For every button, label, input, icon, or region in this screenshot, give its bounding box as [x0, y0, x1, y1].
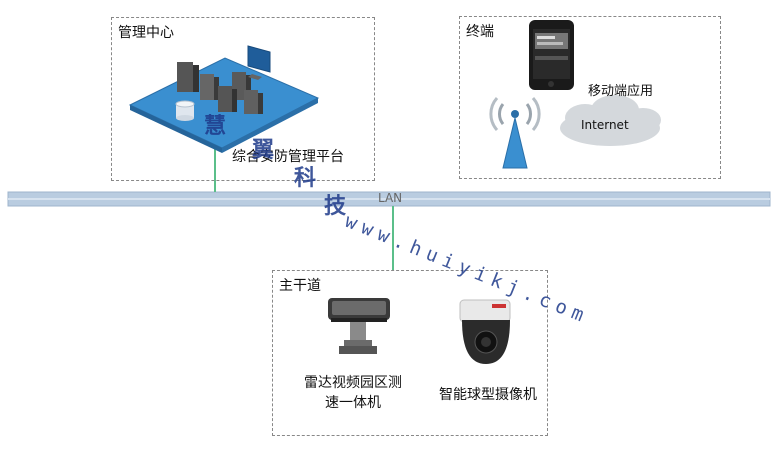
smartphone-icon — [529, 20, 574, 90]
platform-illustration — [128, 45, 320, 153]
storage-icon — [175, 100, 195, 121]
terminal-title: 终端 — [466, 24, 494, 40]
platform-label: 综合安防管理平台 — [232, 149, 344, 165]
mobile-app-label: 移动端应用 — [588, 84, 654, 99]
lan-label: LAN — [378, 191, 403, 205]
cloud-label: Internet — [581, 118, 629, 132]
watermark-char-2: 翼 — [252, 138, 275, 163]
server-icon — [177, 62, 263, 114]
radar-device-label: 雷达视频园区测速一体机 — [304, 375, 402, 411]
trunk-road-title: 主干道 — [279, 278, 321, 294]
dome-camera-icon — [459, 299, 511, 364]
watermark-char-1: 慧 — [204, 114, 227, 139]
watermark-char-3: 科 — [294, 166, 317, 191]
terminal-box: 终端 — [459, 16, 721, 179]
cloud-icon — [560, 95, 661, 146]
trunk-road-box: 主干道 — [272, 270, 548, 436]
management-center-title: 管理中心 — [118, 25, 174, 41]
radar-camera-icon — [328, 298, 390, 354]
wireless-tower-icon — [489, 97, 541, 169]
dome-camera-label: 智能球型摄像机 — [439, 387, 537, 403]
management-center-box: 管理中心 — [111, 17, 375, 181]
monitor-icon — [247, 45, 271, 80]
watermark-char-4: 技 — [324, 194, 347, 219]
